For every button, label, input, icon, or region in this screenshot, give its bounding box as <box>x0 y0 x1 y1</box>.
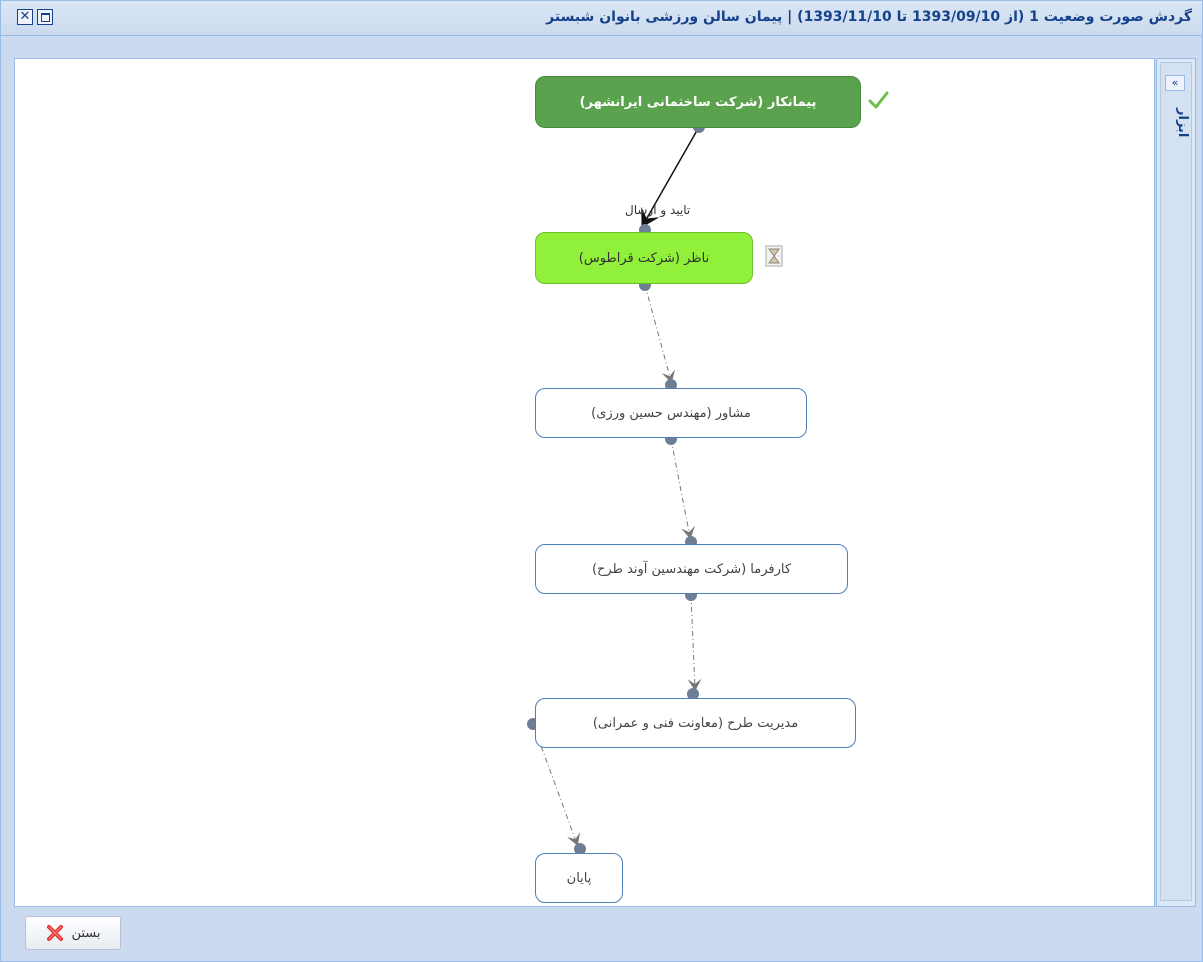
check-icon <box>868 91 889 109</box>
edge-4 <box>687 594 702 691</box>
workflow-canvas: تایید و ارسال پیمانکار (شرکت ساختمانی ای… <box>14 58 1155 907</box>
edge-2 <box>644 284 676 383</box>
maximize-window-icon[interactable] <box>37 9 53 25</box>
expand-panel-icon[interactable]: « <box>1165 75 1185 91</box>
title-bar: ✕ گردش صورت وضعیت 1 (از 1393/09/10 تا 13… <box>1 1 1202 36</box>
window-title: گردش صورت وضعیت 1 (از 1393/09/10 تا 1393… <box>546 9 1192 25</box>
tools-panel-header: « ابزار <box>1160 62 1192 901</box>
hourglass-icon <box>765 245 783 267</box>
tools-panel-label: ابزار <box>1175 108 1190 138</box>
close-button[interactable]: بستن <box>25 916 121 950</box>
edge-3 <box>670 438 695 539</box>
edge-5 <box>532 723 581 846</box>
workflow-node-project-management[interactable]: مدیریت طرح (معاونت فنی و عمرانی) <box>535 698 856 748</box>
tools-panel: « ابزار <box>1156 58 1196 907</box>
edge-1 <box>641 126 700 228</box>
edge-label-approve-send: تایید و ارسال <box>625 203 691 217</box>
workflow-edges <box>527 121 705 855</box>
workflow-node-end[interactable]: پایان <box>535 853 623 903</box>
close-x-icon <box>47 925 64 941</box>
workflow-node-supervisor[interactable]: ناظر (شرکت قراطوس) <box>535 232 753 284</box>
workflow-node-employer[interactable]: کارفرما (شرکت مهندسین آوند طرح) <box>535 544 848 594</box>
close-button-label: بستن <box>71 925 101 941</box>
close-window-icon[interactable]: ✕ <box>17 9 33 25</box>
workflow-node-contractor[interactable]: پیمانکار (شرکت ساختمانی ایرانشهر) <box>535 76 861 128</box>
workflow-node-consultant[interactable]: مشاور (مهندس حسین ورزی) <box>535 388 807 438</box>
